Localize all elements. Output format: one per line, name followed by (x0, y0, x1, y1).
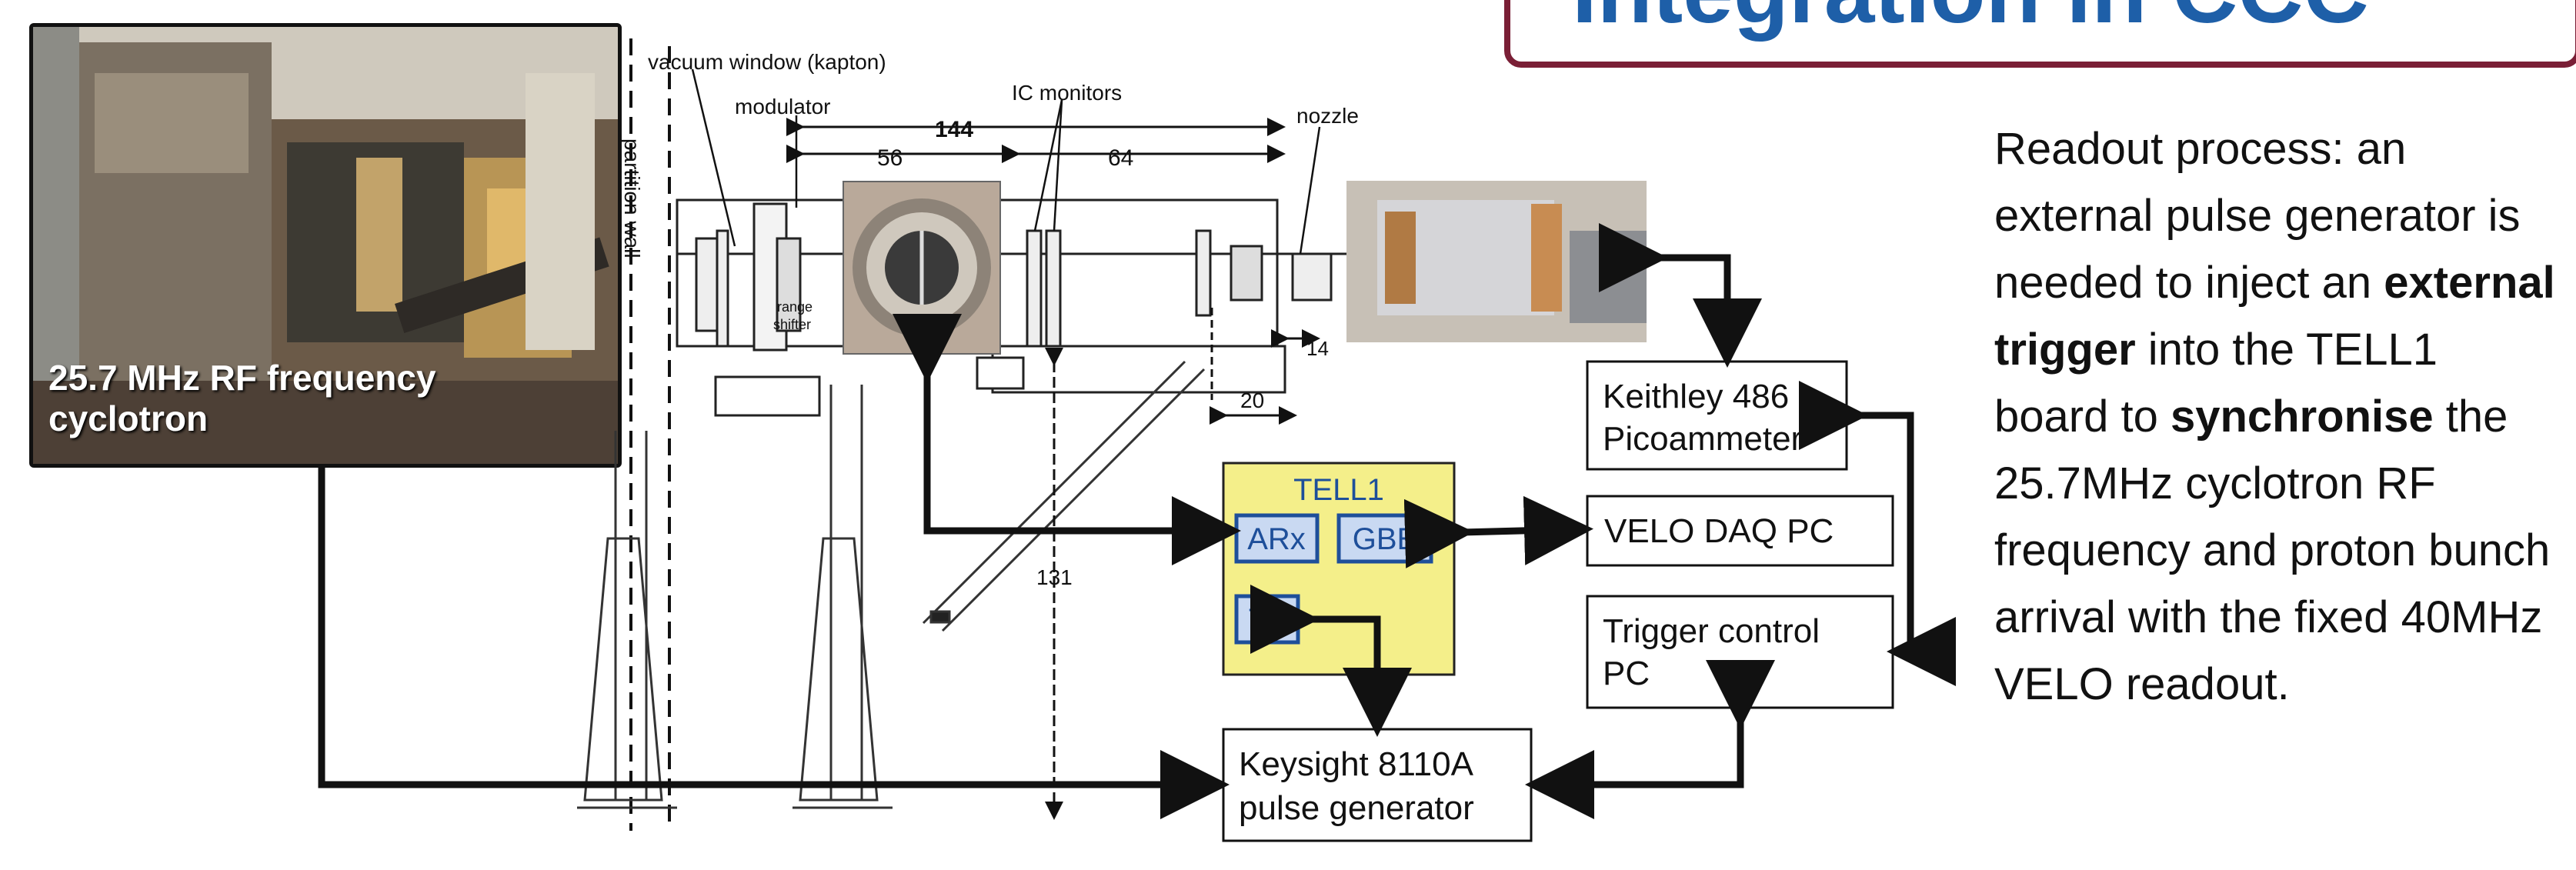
arx-label: ARx (1247, 522, 1306, 556)
label-modulator: modulator (735, 95, 831, 118)
nozzle-to-keithley (1654, 258, 1727, 354)
dimension-64: 64 (1108, 145, 1133, 171)
keysight-label-line2: pulse generator (1239, 789, 1474, 827)
dimension-144: 144 (935, 117, 973, 142)
label-range-shifter-1: range (777, 299, 813, 315)
trigger-to-keysight (1539, 715, 1740, 785)
label-nozzle: nozzle (1296, 104, 1359, 128)
dimension-14: 14 (1306, 337, 1329, 360)
label-ic-monitors: IC monitors (1012, 81, 1122, 105)
velo-daq-box: VELO DAQ PC (1587, 496, 1893, 565)
trigger-label-line1: Trigger control (1603, 612, 1820, 650)
tell1-board: TELL1 ARx GBE TA (1223, 463, 1454, 675)
velo-daq-label: VELO DAQ PC (1604, 512, 1834, 550)
cyclotron-to-keysight (322, 468, 1216, 785)
trigger-control-box: Trigger control PC (1587, 596, 1893, 708)
readout-description: Readout process: an external pulse gener… (1994, 115, 2564, 718)
trigger-label-line2: PC (1603, 655, 1650, 692)
nozzle-photo (1346, 181, 1647, 342)
gbe-to-velo-daq (1460, 529, 1580, 532)
keysight-label-line1: Keysight 8110A (1239, 745, 1474, 783)
gantry-legs (577, 362, 1204, 808)
ta-label: TA (1249, 603, 1286, 637)
label-vacuum-window: vacuum window (kapton) (648, 50, 886, 74)
readout-bold-synchronise: synchronise (2171, 392, 2434, 442)
tell1-label: TELL1 (1293, 473, 1384, 507)
keithley-label-line2: Picoammeter (1603, 420, 1802, 458)
detector-photo (843, 182, 1000, 354)
keithley-box: Keithley 486 Picoammeter (1587, 362, 1847, 469)
label-range-shifter-2: shifter (773, 317, 811, 332)
dimension-20: 20 (1240, 388, 1264, 412)
keithley-label-line1: Keithley 486 (1603, 378, 1789, 415)
partition-wall-label: partition wall (620, 138, 644, 258)
gbe-label: GBE (1353, 522, 1417, 556)
dimension-131: 131 (1036, 565, 1073, 589)
keysight-box: Keysight 8110A pulse generator (1223, 729, 1531, 841)
dimension-56: 56 (877, 145, 903, 171)
